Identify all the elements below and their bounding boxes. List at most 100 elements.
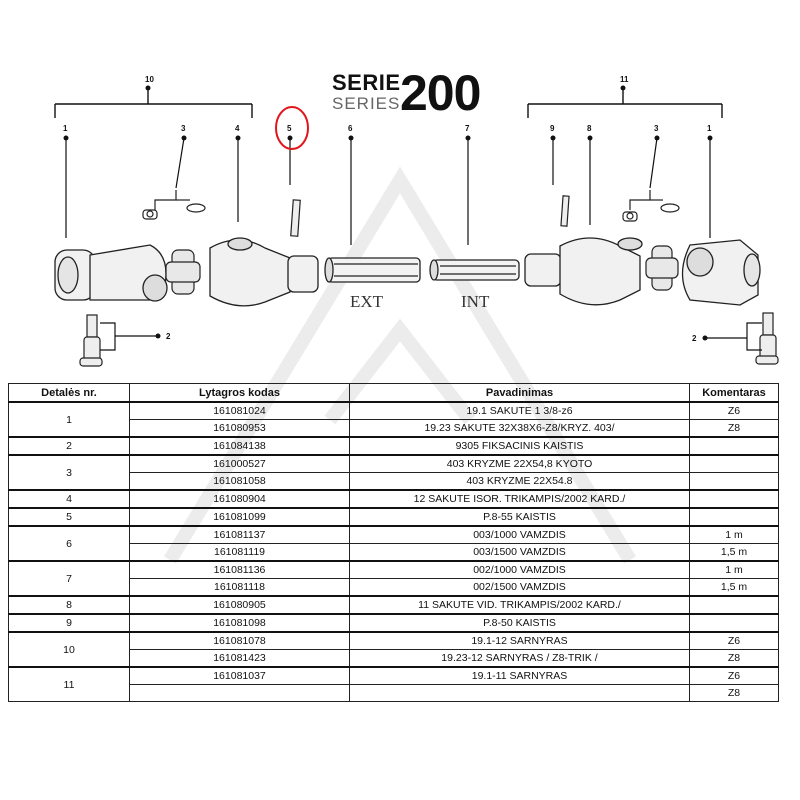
table-row: 6 161081137 003/1000 VAMZDIS 1 m <box>8 525 779 562</box>
right-inner-yoke <box>524 237 643 306</box>
left-cross <box>165 249 201 295</box>
callout-left-2: 2 <box>166 332 171 341</box>
table-row: 7 161081136 002/1000 VAMZDIS 1 m <box>8 560 779 597</box>
detail-cell: 7 <box>8 560 130 597</box>
pin-5 <box>290 199 301 237</box>
serie-label: SERIE <box>332 70 401 95</box>
table-row: 3 161000527 403 KRYZME 22X54,8 KYOTO <box>8 454 779 491</box>
code-cell: 161081058 <box>129 472 350 491</box>
tube-ext <box>324 257 421 283</box>
detail-cell: 3 <box>8 454 130 491</box>
name-cell: 003/1000 VAMZDIS <box>349 525 690 544</box>
series-title: SERIE SERIES 200 <box>332 65 502 121</box>
comment-cell: Z6 <box>689 666 779 685</box>
right-cross <box>645 245 679 291</box>
pin-9 <box>560 195 570 227</box>
detail-cell: 11 <box>8 666 130 702</box>
table-row: 161081058 403 KRYZME 22X54.8 <box>9 472 779 491</box>
name-cell: 19.1-12 SARNYRAS <box>349 631 690 650</box>
code-cell: 161080953 <box>129 419 350 438</box>
table-row: Z8 <box>9 684 779 702</box>
bracket-11 <box>527 88 723 118</box>
table-row: 8 161080905 11 SAKUTE VID. TRIKAMPIS/200… <box>8 595 779 615</box>
name-cell: 19.23 SAKUTE 32X38X6-Z8/KRYZ. 403/ <box>349 419 690 438</box>
name-cell: 9305 FIKSACINIS KAISTIS <box>349 436 690 456</box>
comment-cell: 1,5 m <box>689 578 779 597</box>
comment-cell <box>689 489 779 509</box>
lock-pin-right <box>755 312 779 365</box>
detail-cell: 6 <box>8 525 130 562</box>
callout-left-7: 7 <box>465 124 470 133</box>
table-row: 10 161081078 19.1-12 SARNYRAS Z6 <box>8 631 779 668</box>
name-cell: 403 KRYZME 22X54,8 KYOTO <box>349 454 690 473</box>
table-row: 1 161081024 19.1 SAKUTE 1 3/8-z6 Z6 <box>8 401 779 438</box>
comment-cell: 1 m <box>689 560 779 579</box>
callout-left-5: 5 <box>287 124 292 133</box>
code-cell: 161081037 <box>129 666 350 685</box>
comment-cell <box>689 472 779 491</box>
table-row: 5 161081099 P.8-55 KAISTIS <box>8 507 779 527</box>
code-cell: 161084138 <box>129 436 350 456</box>
right-yoke <box>681 239 761 306</box>
detail-cell: 10 <box>8 631 130 668</box>
code-cell: 161081118 <box>129 578 350 597</box>
code-cell: 161000527 <box>129 454 350 473</box>
code-cell: 161081024 <box>129 401 350 420</box>
code-cell: 161081119 <box>129 543 350 562</box>
code-cell <box>129 684 350 702</box>
detail-cell: 8 <box>8 595 130 615</box>
name-cell: 002/1500 VAMZDIS <box>349 578 690 597</box>
comment-cell <box>689 595 779 615</box>
comment-cell: Z8 <box>689 419 779 438</box>
name-cell <box>349 684 690 702</box>
comment-cell: Z8 <box>689 684 779 702</box>
name-cell: 12 SAKUTE ISOR. TRIKAMPIS/2002 KARD./ <box>349 489 690 509</box>
table-header-row: Detalės nr. Lytagros kodas Pavadinimas K… <box>8 383 779 403</box>
code-cell: 161081423 <box>129 649 350 668</box>
callout-10: 10 <box>145 75 154 84</box>
table-row: 161081423 19.23-12 SARNYRAS / Z8-TRIK / … <box>9 649 779 668</box>
table-row: 161081118 002/1500 VAMZDIS 1,5 m <box>9 578 779 597</box>
left-inner-yoke <box>209 237 319 307</box>
table-row: 11 161081037 19.1-11 SARNYRAS Z6 <box>8 666 779 702</box>
code-cell: 161081078 <box>129 631 350 650</box>
code-cell: 161081137 <box>129 525 350 544</box>
callout-right-3: 3 <box>654 124 659 133</box>
name-cell: 11 SAKUTE VID. TRIKAMPIS/2002 KARD./ <box>349 595 690 615</box>
name-cell: 19.1-11 SARNYRAS <box>349 666 690 685</box>
code-cell: 161081098 <box>129 613 350 633</box>
code-cell: 161080904 <box>129 489 350 509</box>
detail-cell: 1 <box>8 401 130 438</box>
comment-cell: Z8 <box>689 649 779 668</box>
callout-right-2: 2 <box>692 334 697 343</box>
comment-cell: Z6 <box>689 631 779 650</box>
exploded-diagram: 10 11 1 3 4 5 6 7 9 8 3 1 <box>54 75 779 367</box>
header-name: Pavadinimas <box>349 383 690 403</box>
name-cell: 002/1000 VAMZDIS <box>349 560 690 579</box>
right-circlip-group <box>622 190 680 222</box>
highlight-circle <box>275 106 309 150</box>
left-circlip-group <box>142 190 206 220</box>
callout-11: 11 <box>620 75 629 84</box>
series-label: SERIES <box>332 94 401 113</box>
tube-int <box>429 259 520 281</box>
comment-cell <box>689 454 779 473</box>
comment-cell <box>689 507 779 527</box>
int-label: INT <box>461 292 490 311</box>
table-row: 2 161084138 9305 FIKSACINIS KAISTIS <box>8 436 779 456</box>
name-cell: P.8-55 KAISTIS <box>349 507 690 527</box>
name-cell: 003/1500 VAMZDIS <box>349 543 690 562</box>
callout-left-1: 1 <box>63 124 68 133</box>
table-row: 4 161080904 12 SAKUTE ISOR. TRIKAMPIS/20… <box>8 489 779 509</box>
callout-right-9: 9 <box>550 124 555 133</box>
name-cell: P.8-50 KAISTIS <box>349 613 690 633</box>
parts-table: Detalės nr. Lytagros kodas Pavadinimas K… <box>8 383 779 702</box>
lock-pin-left <box>79 314 103 367</box>
detail-cell: 5 <box>8 507 130 527</box>
detail-cell: 4 <box>8 489 130 509</box>
comment-cell: 1,5 m <box>689 543 779 562</box>
detail-cell: 9 <box>8 613 130 633</box>
header-code: Lytagros kodas <box>129 383 350 403</box>
table-row: 9 161081098 P.8-50 KAISTIS <box>8 613 779 633</box>
callout-left-3: 3 <box>181 124 186 133</box>
